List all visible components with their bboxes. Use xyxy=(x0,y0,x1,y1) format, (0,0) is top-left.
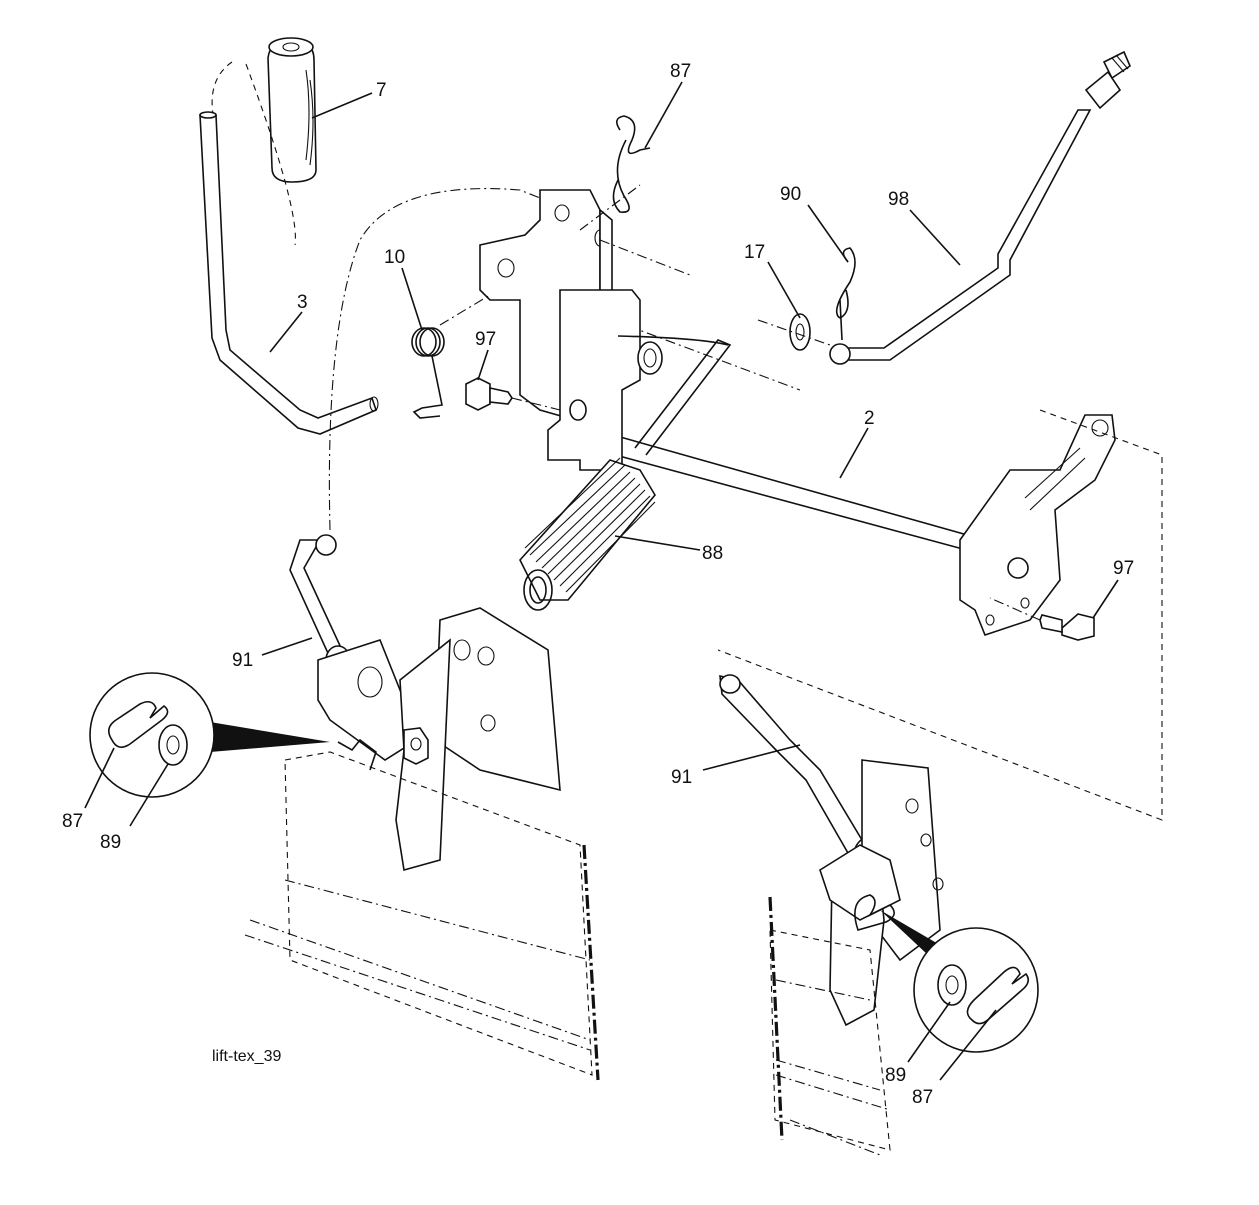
callout-87-right: 87 xyxy=(912,1087,933,1108)
lift-lever-part xyxy=(199,111,379,435)
callout-89-left: 89 xyxy=(100,832,121,853)
washer-part xyxy=(789,313,811,351)
arm-boundary-line xyxy=(717,409,1163,821)
bracket-axis-line xyxy=(599,239,691,276)
callout-89-right: 89 xyxy=(885,1065,906,1086)
right-deck-bracket-part xyxy=(819,759,944,1027)
cotter-clip-part xyxy=(835,247,856,341)
diagram-caption: lift-tex_39 xyxy=(212,1048,281,1065)
routing-line xyxy=(328,188,546,531)
bolt-part xyxy=(465,377,513,411)
callout-97-left: 97 xyxy=(475,329,496,350)
extension-spring-part xyxy=(519,457,656,611)
callout-3: 3 xyxy=(297,292,308,313)
callout-labels: 7 87 90 98 17 10 3 97 2 88 97 91 87 89 9… xyxy=(62,61,1134,1108)
callout-87-top: 87 xyxy=(670,61,691,82)
callout-98: 98 xyxy=(888,189,909,210)
handle-grip-part xyxy=(211,37,317,246)
leader-lines xyxy=(84,81,1119,1081)
callout-88: 88 xyxy=(702,543,723,564)
left-deck-outline xyxy=(244,751,600,1081)
right-detail-circle xyxy=(880,910,1039,1053)
callout-91-left: 91 xyxy=(232,650,253,671)
bolt-right-axis-line xyxy=(989,597,1041,621)
left-detail-circle xyxy=(89,672,330,798)
callout-7: 7 xyxy=(376,80,387,101)
right-deck-outline xyxy=(768,896,891,1156)
clip-axis-line xyxy=(579,184,641,231)
torsion-spring-part xyxy=(411,327,445,419)
adjustment-rod-part xyxy=(829,50,1131,365)
callout-17: 17 xyxy=(744,242,765,263)
bolt-right-part xyxy=(1039,613,1095,641)
spring-axis-line xyxy=(439,294,491,326)
bolt-axis-line xyxy=(511,397,561,411)
callout-91-right: 91 xyxy=(671,767,692,788)
callout-90: 90 xyxy=(780,184,801,205)
callout-10: 10 xyxy=(384,247,405,268)
callout-97-right: 97 xyxy=(1113,558,1134,579)
hairpin-clip-part xyxy=(612,115,651,213)
callout-2: 2 xyxy=(864,408,875,429)
right-lift-arm-part xyxy=(959,414,1116,636)
rod-axis-line xyxy=(757,319,831,346)
left-deck-bracket-part xyxy=(317,607,561,872)
callout-87-left: 87 xyxy=(62,811,83,832)
